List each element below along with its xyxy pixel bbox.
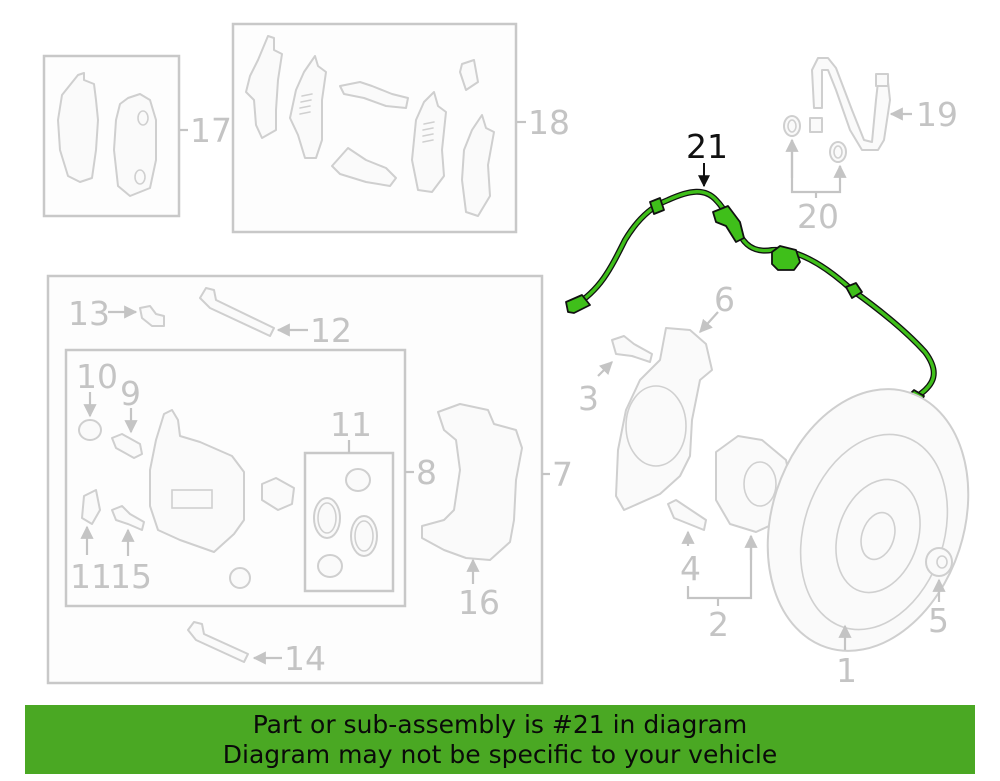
brake-hose-icon bbox=[811, 57, 891, 151]
shim-3-icon bbox=[411, 91, 447, 193]
callout-12: 12 bbox=[310, 311, 352, 350]
washer-2-icon bbox=[829, 141, 847, 163]
guide-pin-lower-icon bbox=[187, 621, 249, 663]
hose-fitting-icon bbox=[875, 73, 889, 87]
banner-line-disclaimer: Diagram may not be specific to your vehi… bbox=[222, 740, 778, 769]
bushing-icon bbox=[229, 567, 251, 589]
callout-4: 4 bbox=[680, 549, 701, 588]
group-brake-hose-19-20[interactable]: 19 20 bbox=[783, 57, 958, 236]
tab-icon bbox=[459, 59, 479, 91]
clip-upper-icon bbox=[339, 81, 409, 109]
washer-1-icon bbox=[783, 115, 801, 137]
callout-5: 5 bbox=[928, 601, 949, 640]
lug-nut-icon bbox=[925, 547, 953, 577]
callout-9: 9 bbox=[120, 374, 141, 413]
callout-20: 20 bbox=[797, 197, 839, 236]
callout-13: 13 bbox=[68, 294, 110, 333]
group-caliper-body-8[interactable]: 8 10 9 11 15 bbox=[64, 348, 437, 608]
shield-bolt-icon bbox=[611, 335, 653, 363]
dust-shield-icon bbox=[615, 327, 713, 511]
boot-upper-icon bbox=[345, 468, 371, 492]
piston-icon bbox=[261, 477, 295, 511]
callout-8: 8 bbox=[416, 453, 437, 492]
wire-clip-2-icon bbox=[845, 282, 863, 299]
group-seal-kit-11[interactable]: 11 bbox=[303, 405, 395, 593]
part-info-banner: Part or sub-assembly is #21 in diagram D… bbox=[25, 705, 975, 774]
group-pad-hardware-18[interactable]: 18 bbox=[231, 22, 570, 234]
callout-16: 16 bbox=[458, 583, 500, 622]
abs-sensor-wire-21[interactable]: 21 bbox=[565, 127, 937, 408]
bleeder-bolt-icon bbox=[139, 305, 165, 327]
callout-19: 19 bbox=[916, 95, 958, 134]
bleeder-screw-icon bbox=[111, 433, 143, 459]
connector-plug-icon bbox=[565, 294, 591, 314]
wheel-stud-icon bbox=[667, 499, 707, 531]
caliper-housing-icon bbox=[149, 409, 245, 553]
callout-11-kit: 11 bbox=[330, 405, 372, 444]
pad-wear-indicator-icon bbox=[81, 489, 101, 525]
brake-pad-inner-icon bbox=[57, 72, 99, 183]
wire-clip-1-icon bbox=[649, 197, 665, 215]
banjo-fitting-icon bbox=[809, 117, 823, 133]
boot-lower-icon bbox=[317, 554, 343, 578]
shim-4-icon bbox=[461, 114, 495, 217]
callout-7: 7 bbox=[552, 455, 573, 494]
group-hub-rotor[interactable]: 6 3 4 2 1 5 bbox=[578, 280, 1000, 690]
bracket-clip-icon bbox=[771, 245, 801, 271]
shim-1-icon bbox=[245, 35, 283, 139]
callout-17: 17 bbox=[190, 111, 232, 150]
group-brake-pads-17[interactable]: 17 bbox=[42, 54, 232, 218]
brake-pad-outer-icon bbox=[113, 93, 157, 197]
callout-6: 6 bbox=[714, 280, 735, 319]
group-caliper-assembly-7[interactable]: 7 13 12 14 8 10 9 bbox=[46, 274, 573, 685]
grommet-connector-icon bbox=[712, 205, 745, 243]
guide-pin-upper-icon bbox=[199, 287, 275, 337]
dust-cap-icon bbox=[78, 419, 102, 441]
caliper-bolt-icon bbox=[111, 505, 145, 531]
callout-3: 3 bbox=[578, 379, 599, 418]
callout-11-plate: 11 bbox=[70, 557, 112, 596]
callout-15: 15 bbox=[110, 557, 152, 596]
callout-21: 21 bbox=[686, 127, 728, 166]
callout-18: 18 bbox=[528, 103, 570, 142]
callout-10: 10 bbox=[76, 357, 118, 396]
callout-1: 1 bbox=[836, 651, 857, 690]
clip-lower-icon bbox=[331, 147, 397, 187]
banner-line-part: Part or sub-assembly is #21 in diagram bbox=[252, 710, 748, 739]
brake-rotor-icon bbox=[766, 388, 970, 652]
callout-2: 2 bbox=[708, 605, 729, 644]
callout-14: 14 bbox=[284, 639, 326, 678]
